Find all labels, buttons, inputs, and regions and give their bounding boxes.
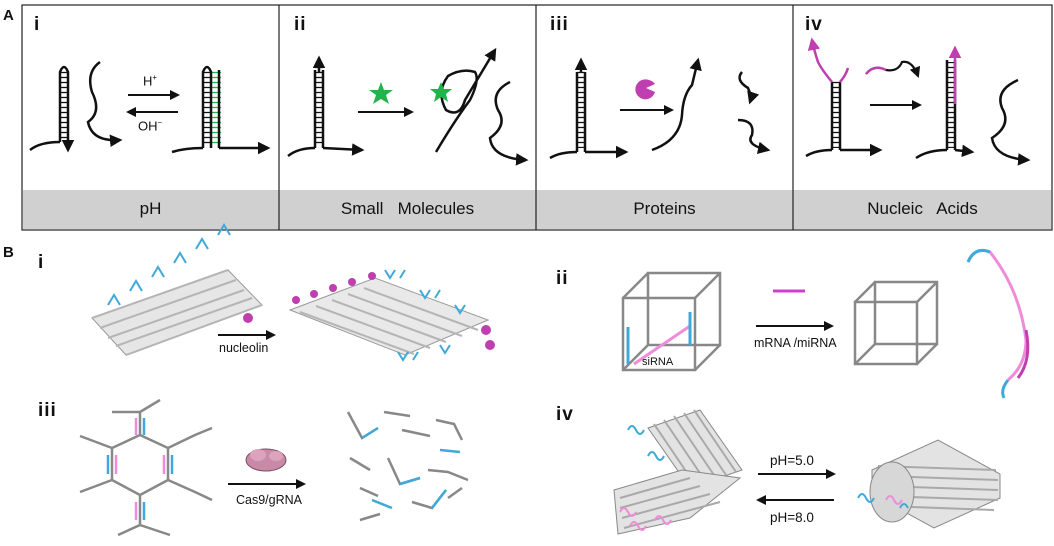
panel-b-ii-cube-empty [853,280,939,366]
panel-a-i-equilibrium-arrows [126,90,180,117]
panel-b-iii-numeral: iii [38,400,57,421]
protein-pacman-icon [635,79,655,100]
panel-a-i-triplex [171,65,271,155]
category-proteins: Proteins [633,199,696,218]
panel-b-i-numeral: i [38,252,45,273]
panel-b-iv-numeral: iv [556,404,574,425]
panel-b-ii-numeral: ii [556,268,569,289]
nucleolin-label: nucleolin [219,341,269,355]
panel-b-iv-closed-tube [857,439,1001,529]
reagent-hydroxide-label: OH− [138,118,163,134]
panel-a-letter: A [3,7,14,24]
panel-b-iii-fragments [346,410,469,522]
panel-b-iv-open-clamshell [613,409,743,535]
nucleolin-molecule-icon [243,313,253,323]
cas9-protein-icon [245,448,287,472]
panel-a-iii-hairpin [549,57,629,160]
panel-a-iii-numeral: iii [550,14,569,35]
panel-a-ii-numeral: ii [294,14,307,35]
panel-a-i-numeral: i [34,14,41,35]
category-nucleic-acids: Nucleic Acids [867,199,978,218]
ph-5-label: pH=5.0 [770,453,814,468]
panel-b-letter: B [3,244,14,261]
panel-b-i-dna-tube [91,223,263,356]
panel-b-ii-cube-loaded [621,271,722,372]
small-molecule-star-icon [369,82,393,104]
panel-a-frame [21,4,1053,231]
panel-a-ii-aptamer-complex [430,47,529,166]
mrna-mirna-label: mRNA /miRNA [754,336,837,350]
ph-8-label: pH=8.0 [770,510,814,525]
panel-a-iv-duplex [915,45,1031,166]
panel-b-i-unfolded-sheet [288,269,495,362]
panel-b-ii-released-duplex [966,248,1030,399]
panel-a-i-hairpin-closed [29,60,123,153]
panel-b-iii-hydrogel-network [79,398,213,537]
panel-a-iv-numeral: iv [805,14,823,35]
panel-a-iv-hairpin [805,37,883,158]
category-small-molecules: Small Molecules [340,199,475,218]
reagent-proton-label: H+ [143,73,158,89]
panel-a-ii-hairpin [287,55,365,157]
panel-a-iii-fragments [651,57,771,154]
category-ph: pH [139,199,162,218]
sirna-label: siRNA [642,356,674,368]
panel-a-iv-target-strand-magenta [865,66,887,75]
panel-b-ii-sirna [626,312,692,366]
cas9-grna-label: Cas9/gRNA [236,493,302,507]
